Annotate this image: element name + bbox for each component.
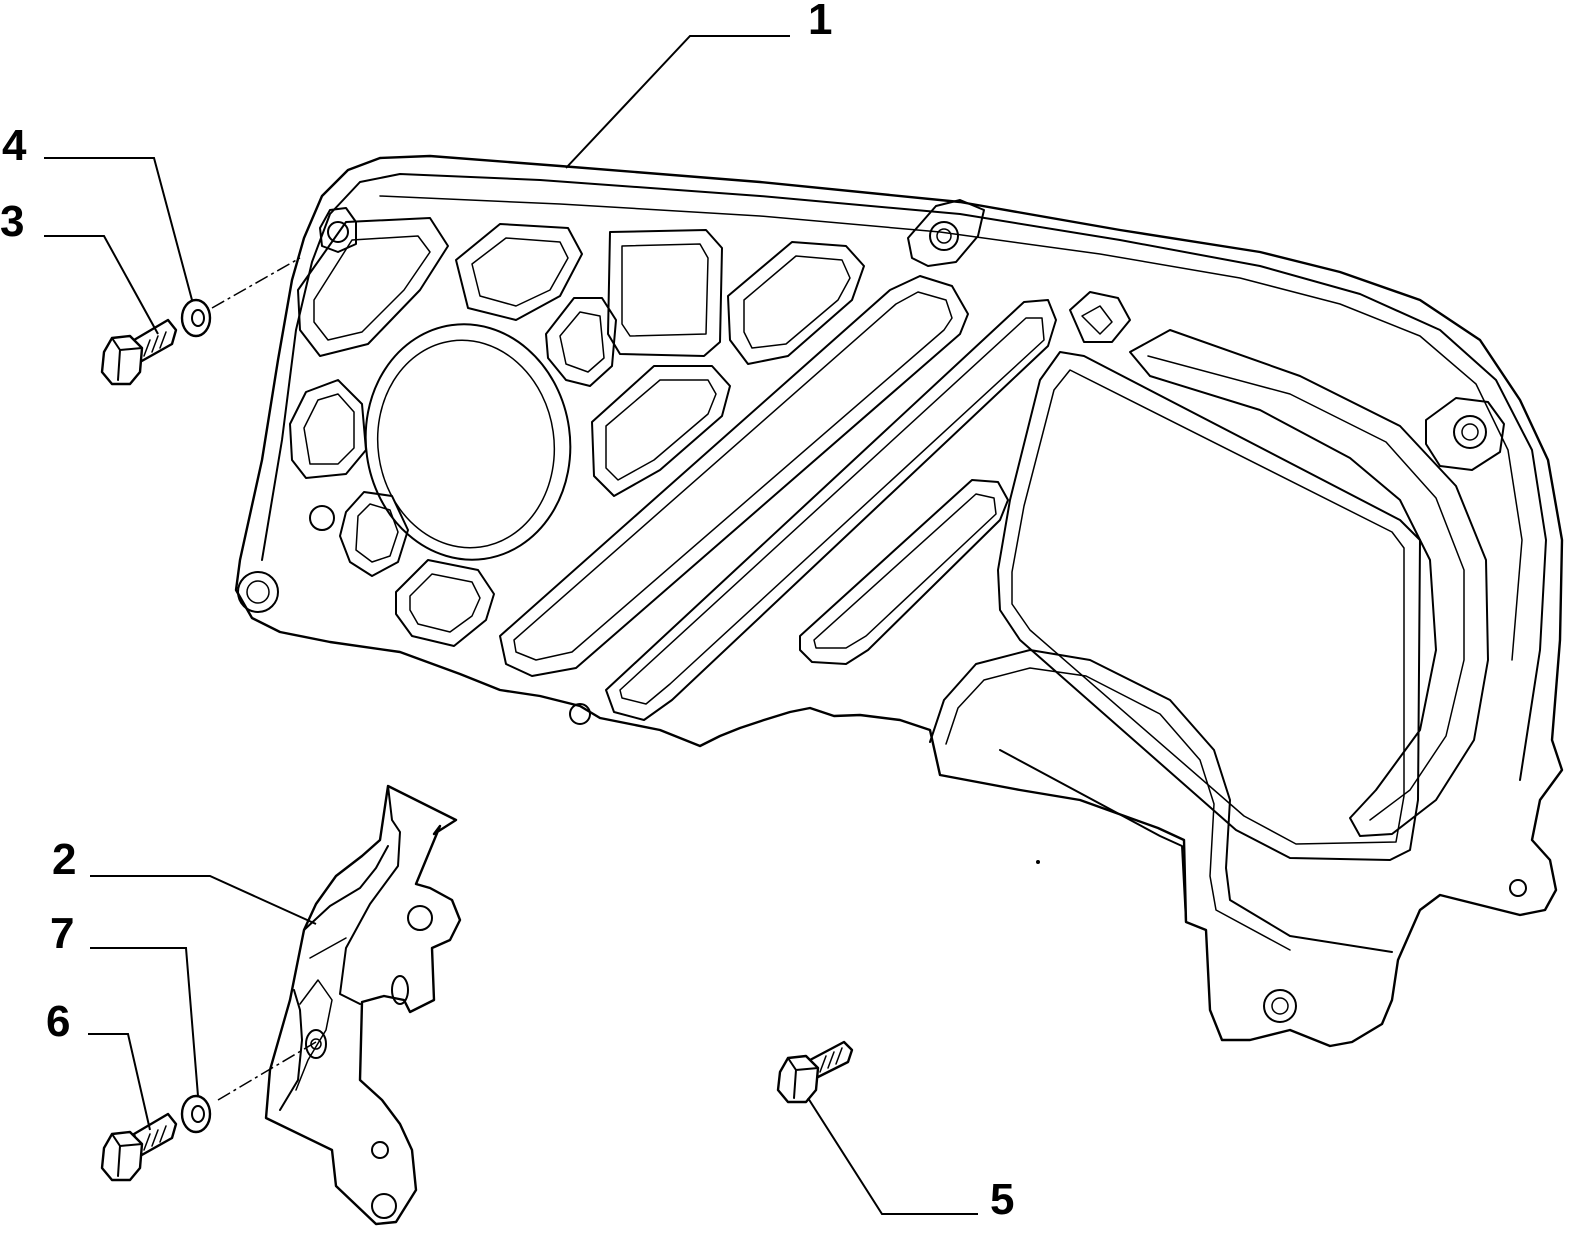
leader-5 xyxy=(807,1097,978,1215)
leader-1 xyxy=(565,35,790,169)
reference-dot xyxy=(1036,860,1040,864)
callout-1: 1 xyxy=(808,0,832,44)
leader-6 xyxy=(88,1033,151,1131)
washer-4 xyxy=(180,298,212,338)
callout-5: 5 xyxy=(990,1175,1014,1224)
callout-4: 4 xyxy=(2,121,27,170)
leader-3 xyxy=(44,235,159,335)
callout-2: 2 xyxy=(52,835,76,884)
callout-6: 6 xyxy=(46,997,70,1046)
leader-4 xyxy=(44,157,193,301)
timing-belt-cover xyxy=(234,154,1564,1048)
axis-line-upper xyxy=(211,257,301,309)
bolt-5 xyxy=(776,1040,854,1104)
bolt-3 xyxy=(100,318,178,386)
washer-7 xyxy=(180,1094,212,1134)
callout-7: 7 xyxy=(50,909,74,958)
leader-7 xyxy=(90,947,199,1097)
axis-line-lower xyxy=(217,1041,317,1101)
bolt-6 xyxy=(100,1112,178,1182)
callout-3: 3 xyxy=(0,197,24,246)
lower-bracket xyxy=(264,784,462,1226)
leader-2 xyxy=(90,875,317,925)
